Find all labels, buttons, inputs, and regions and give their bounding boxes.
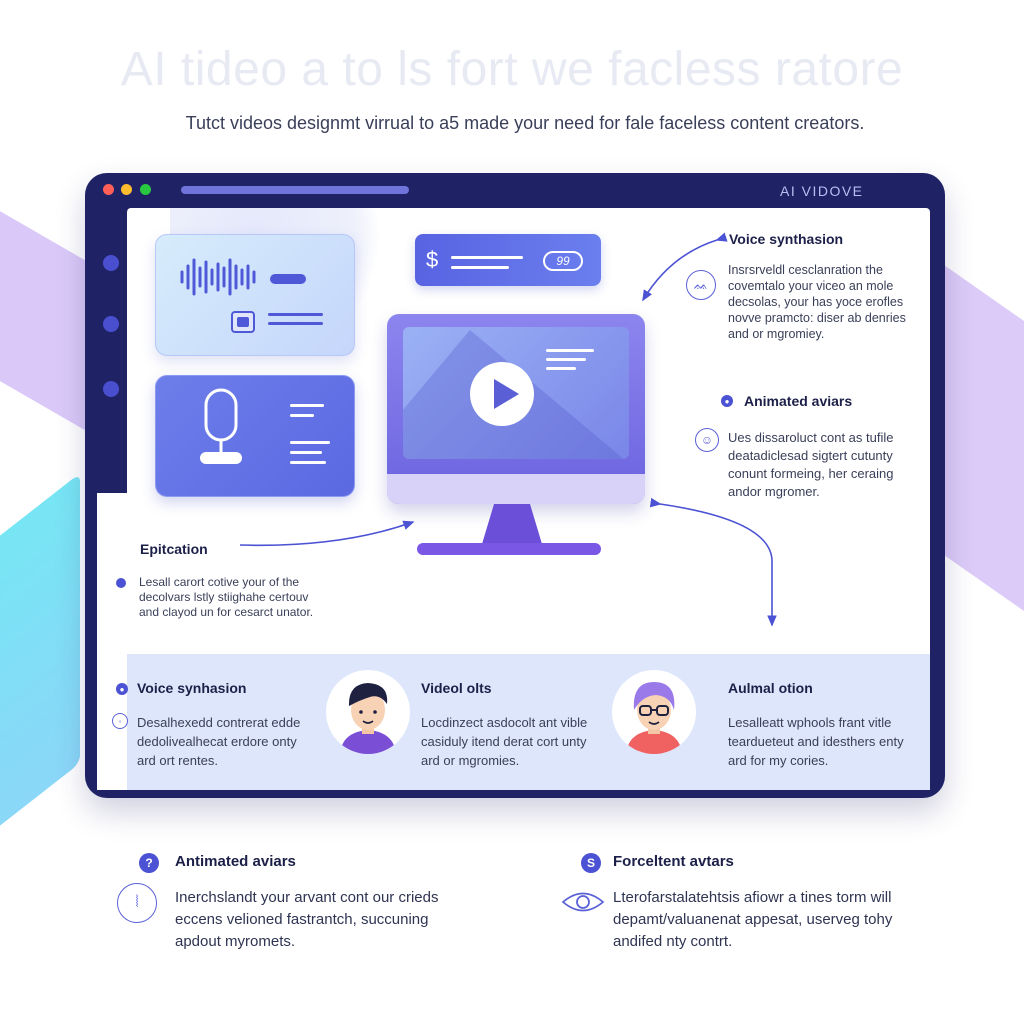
text-line <box>290 461 326 464</box>
text-line <box>451 256 523 259</box>
pricing-bar[interactable] <box>415 234 601 286</box>
animated-avatars-text: Ues dissaroluct cont as tufile deatadicl… <box>728 430 894 499</box>
text-line <box>268 322 323 325</box>
maximize-window-button[interactable] <box>140 184 151 195</box>
text-line <box>290 404 324 407</box>
close-window-button[interactable] <box>103 184 114 195</box>
epitcation-heading: Epitcation <box>140 541 208 557</box>
content-gutter <box>97 493 127 790</box>
page-subtitle: Tutct videos designmt virrual to a5 made… <box>185 113 865 133</box>
info-dot-icon: ● <box>116 683 128 695</box>
sidebar <box>97 208 127 493</box>
decorative-shape <box>0 473 80 857</box>
footer-feature-text: Lterofarstalatehtsis afiowr a tines torm… <box>613 889 893 950</box>
monitor-base <box>417 543 601 555</box>
band-item-title: Aulmal otion <box>728 680 813 696</box>
avatar-male-icon <box>340 683 396 754</box>
avatar-glasses-icon <box>626 682 682 754</box>
sidebar-nav-item[interactable] <box>103 381 119 397</box>
voice-synthesis-heading: Voice synthasion <box>729 231 844 247</box>
text-line <box>290 441 330 444</box>
band-item-title: Voice synhasion <box>137 680 247 696</box>
eye-icon <box>561 892 605 912</box>
text-line <box>290 414 314 417</box>
avatar <box>326 670 410 754</box>
waveform-icon: ◦ <box>112 713 128 729</box>
voice-synthesis-text: Insrsrveldl cesclanration the covemtalo … <box>728 263 906 341</box>
waveform-icon <box>180 258 256 296</box>
text-line <box>268 313 323 316</box>
monitor-chin <box>387 474 645 504</box>
text-line <box>546 367 576 370</box>
play-icon <box>494 379 519 409</box>
avatar-outline-icon: ☺ <box>695 428 719 452</box>
text-line <box>451 266 509 269</box>
waveform-icon: ᨐ <box>686 270 716 300</box>
footer-feature-text: Inerchslandt your arvant cont our crieds… <box>175 889 439 950</box>
price-tag: 99 <box>543 251 583 271</box>
image-icon <box>231 311 255 333</box>
audio-waveform-card[interactable] <box>155 234 355 356</box>
feature-band <box>127 654 930 790</box>
footer-feature-title: Antimated aviars <box>175 853 296 870</box>
page-title: AI tideo a to ls fort we facless ratore <box>120 43 904 96</box>
minimize-window-button[interactable] <box>121 184 132 195</box>
dollar-badge-icon: S <box>581 853 601 873</box>
decorative-shape <box>934 257 1024 633</box>
sidebar-nav-item[interactable] <box>103 255 119 271</box>
window-title: AI VIDOVE <box>780 183 864 199</box>
band-item-text: Lesalleatt wphools frant vitle tearduete… <box>728 715 904 768</box>
avatar <box>612 670 696 754</box>
voice-wave-icon: ⦚ <box>117 883 157 923</box>
info-dot-icon: ● <box>721 395 733 407</box>
dollar-icon: $ <box>426 247 439 272</box>
band-item-text: Locdinzect asdocolt ant vible casiduly i… <box>421 715 588 768</box>
footer-feature-title: Forceltent avtars <box>613 853 734 870</box>
info-dot-icon <box>116 578 126 588</box>
text-line <box>290 451 322 454</box>
text-line <box>546 349 594 352</box>
help-badge-icon: ? <box>139 853 159 873</box>
play-button[interactable] <box>470 362 534 426</box>
voice-recording-card[interactable] <box>155 375 355 497</box>
epitcation-text: Lesall carort cotive your of the decolva… <box>139 575 314 619</box>
sidebar-nav-item[interactable] <box>103 316 119 332</box>
audio-progress-pill <box>270 274 306 284</box>
band-item-text: Desalhexedd contrerat edde dedolivealhec… <box>137 715 301 768</box>
text-line <box>546 358 586 361</box>
animated-avatars-heading: Animated aviars <box>744 393 853 409</box>
address-bar[interactable] <box>181 186 409 194</box>
microphone-icon <box>200 388 242 464</box>
band-item-title: Videol olts <box>421 680 492 696</box>
